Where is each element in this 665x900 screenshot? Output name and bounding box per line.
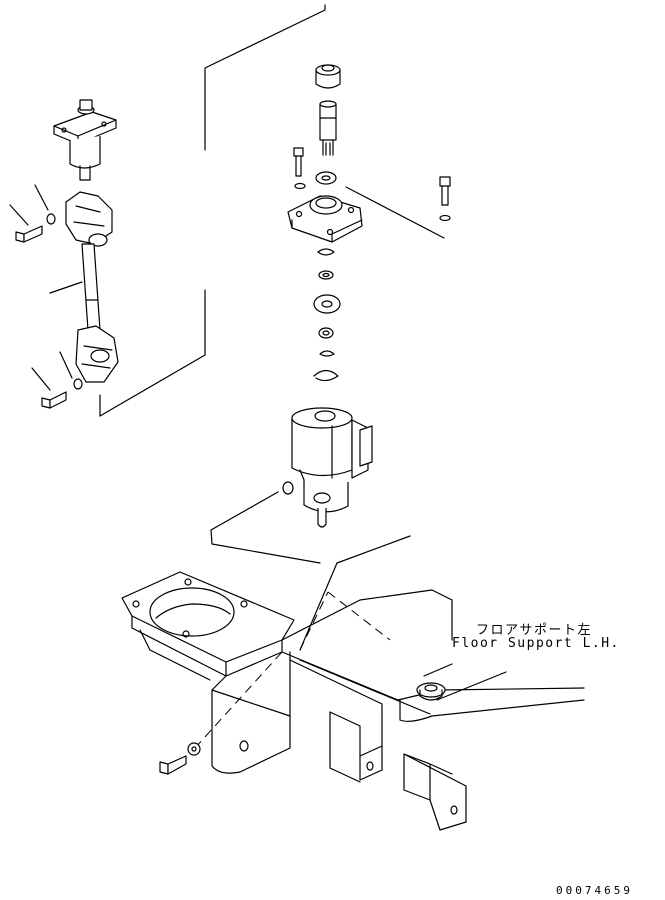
bearing-upper [315, 171, 337, 185]
ring-stack [313, 248, 341, 382]
top-nut [315, 64, 341, 89]
drawing-number: 00074659 [556, 884, 633, 897]
steering-valve [282, 407, 373, 528]
flange-housing [287, 195, 363, 243]
hidden-lines [194, 591, 391, 749]
column-upper-bracket [53, 99, 117, 181]
upper-shaft [319, 100, 337, 156]
bolt-bottom [159, 742, 201, 775]
leader-lines [9, 4, 507, 701]
floor-support-bracket [121, 571, 295, 774]
universal-joint-shaft [65, 191, 119, 383]
floor-support-frame [281, 589, 585, 831]
bolt-lower-left [41, 378, 83, 409]
bolt-upper-left [15, 213, 56, 243]
floor-support-label-jp: フロアサポート左 [476, 623, 593, 638]
bolt-left-flange [293, 147, 306, 190]
floor-support-label-en: Floor Support L.H. [452, 636, 620, 651]
bolt-right-flange [439, 176, 451, 222]
